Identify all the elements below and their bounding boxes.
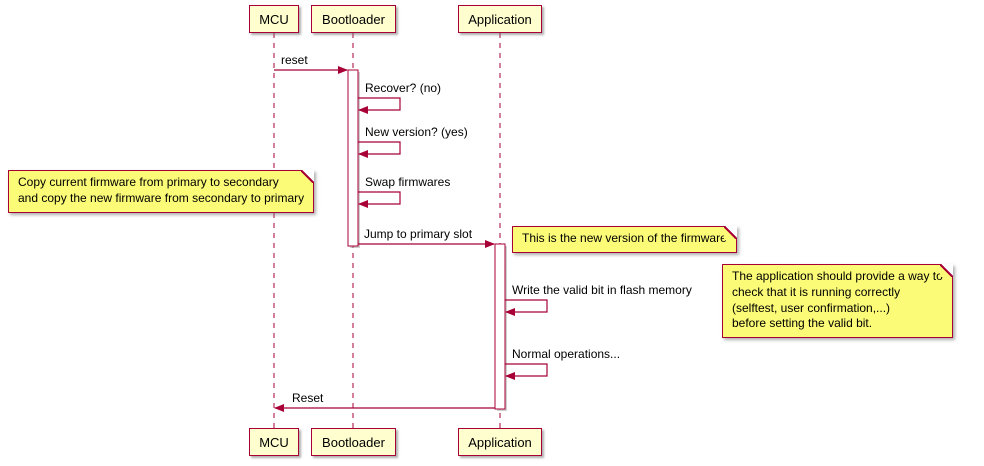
participant-application-label: Application <box>468 434 532 450</box>
activation-application <box>494 243 506 410</box>
arrowhead-jump <box>485 240 495 248</box>
message-write-valid-bit: Write the valid bit in flash memory <box>512 283 692 297</box>
note-new-version-text: This is the new version of the firmware <box>522 231 727 245</box>
activation-bootloader <box>347 69 359 247</box>
arrow-write-valid-self <box>505 299 548 313</box>
message-jump: Jump to primary slot <box>364 227 473 241</box>
participant-bootloader-label: Bootloader <box>322 11 385 27</box>
arrow-swap-self <box>358 191 401 205</box>
message-reset: reset <box>281 53 308 67</box>
arrow-recover-self <box>358 97 401 111</box>
arrowhead-new-version <box>358 150 368 158</box>
participant-bootloader-top: Bootloader <box>311 5 396 33</box>
arrowhead-normal-ops <box>505 372 515 380</box>
participant-mcu-label: MCU <box>259 434 289 450</box>
participant-mcu-top: MCU <box>249 5 299 33</box>
arrowhead-reset-back <box>274 404 284 412</box>
participant-mcu-bottom: MCU <box>249 428 299 456</box>
message-new-version: New version? (yes) <box>365 125 468 139</box>
note-copy-firmware: Copy current firmware from primary to se… <box>8 170 315 213</box>
note-valid-bit: The application should provide a way to … <box>722 264 953 339</box>
arrowhead-swap <box>358 200 368 208</box>
message-recover: Recover? (no) <box>365 81 442 95</box>
arrowhead-recover <box>358 106 368 114</box>
participant-application-top: Application <box>458 5 542 33</box>
note-fold-corner <box>301 170 315 183</box>
message-swap: Swap firmwares <box>365 175 451 189</box>
participant-application-label: Application <box>468 11 532 27</box>
arrow-normal-ops-self <box>505 363 548 377</box>
note-valid-bit-text: The application should provide a way to … <box>732 269 943 331</box>
arrowhead-write-valid <box>505 308 515 316</box>
participant-mcu-label: MCU <box>259 11 289 27</box>
participant-application-bottom: Application <box>458 428 542 456</box>
arrow-new-version-self <box>358 141 401 155</box>
arrowhead-reset <box>338 66 348 74</box>
message-normal-operations: Normal operations... <box>512 347 621 361</box>
message-reset-back: Reset <box>292 391 324 405</box>
note-fold-corner <box>723 226 737 239</box>
participant-bootloader-label: Bootloader <box>322 434 385 450</box>
participant-bootloader-bottom: Bootloader <box>311 428 396 456</box>
note-copy-firmware-text: Copy current firmware from primary to se… <box>18 175 305 205</box>
note-new-version: This is the new version of the firmware <box>512 226 737 253</box>
note-fold-corner <box>939 264 953 277</box>
